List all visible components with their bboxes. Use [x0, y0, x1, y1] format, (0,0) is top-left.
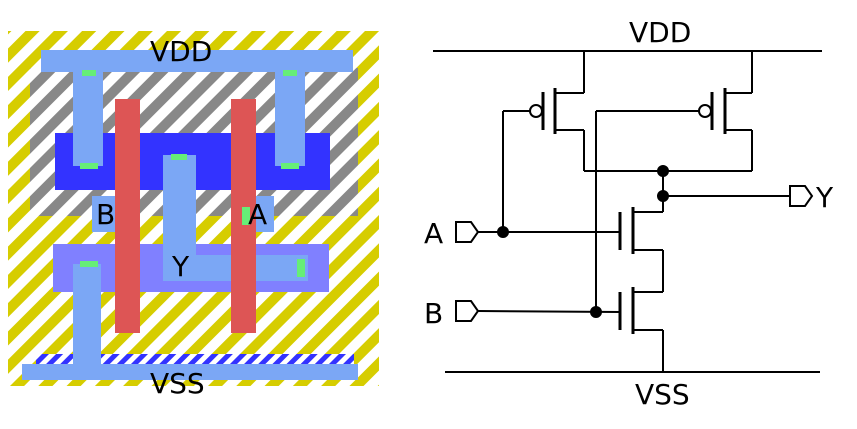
pmos-b-bubble	[529, 104, 543, 118]
contact-vdd-right	[281, 163, 299, 169]
schematic-vdd-label: VDD	[629, 16, 691, 49]
layout-b-label: B	[96, 198, 115, 231]
poly-gate-b	[115, 99, 140, 333]
cell-schematic	[433, 50, 822, 373]
contact-vdd-rail-right	[283, 70, 297, 76]
junction-dot	[657, 190, 669, 202]
nmos-a-transistor	[618, 207, 664, 292]
contact-vss	[80, 261, 98, 267]
junction-dot	[497, 226, 509, 238]
contact-output-right	[297, 259, 305, 277]
schematic-a-label: A	[424, 217, 443, 250]
pmos-b-transistor	[541, 51, 585, 171]
junction-dot	[657, 165, 669, 177]
contact-input-a	[242, 207, 250, 225]
contact-vdd-rail-left	[82, 70, 96, 76]
layout-vss-label: VSS	[150, 367, 205, 400]
pmos-a-transistor	[710, 51, 753, 171]
nmos-b-transistor	[618, 287, 664, 372]
contact-vdd-left	[80, 163, 98, 169]
layout-y-label: Y	[171, 250, 190, 283]
pmos-a-bubble	[698, 104, 712, 118]
input-a-port	[455, 221, 480, 243]
cell-layout: VDD VSS B A Y	[8, 31, 379, 400]
input-b-port	[455, 300, 480, 322]
output-y-port	[789, 185, 814, 207]
layout-vdd-label: VDD	[150, 35, 212, 68]
vdd-strap-right	[275, 50, 305, 166]
contact-output-top	[171, 154, 187, 160]
schematic-y-label: Y	[815, 181, 834, 214]
vss-strap	[73, 264, 101, 372]
schematic-vss-label: VSS	[635, 378, 690, 411]
layout-a-label: A	[248, 198, 267, 231]
vdd-strap-left	[73, 50, 103, 166]
junction-dot	[590, 306, 602, 318]
vss-rail	[22, 364, 358, 380]
schematic-b-label: B	[424, 297, 443, 330]
